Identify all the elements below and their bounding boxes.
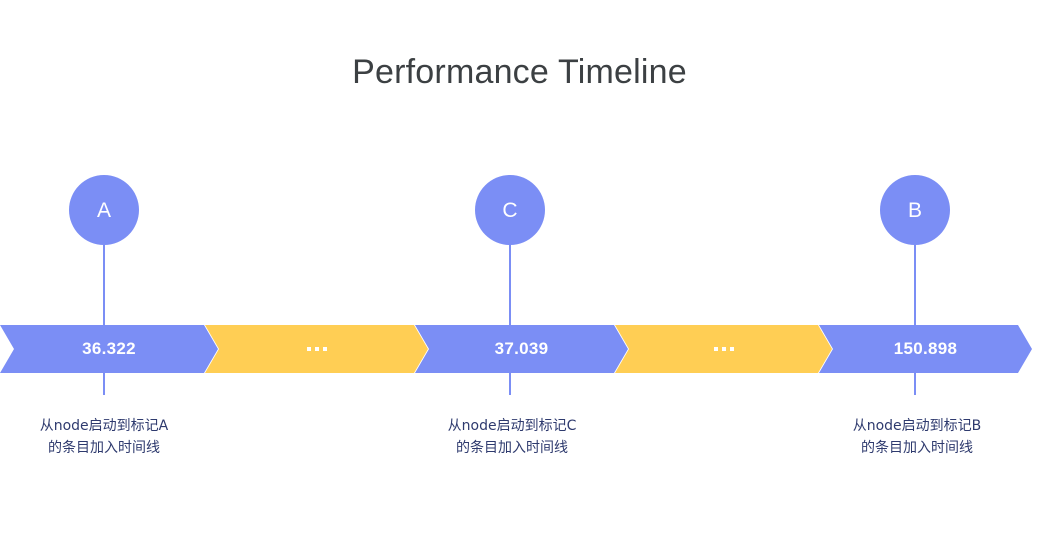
timeline-caption-c: 从node启动到标记C 的条目加入时间线 <box>392 415 632 459</box>
timeline-segment-5[interactable]: 150.898 <box>819 325 1032 373</box>
timeline-segment-1[interactable]: 36.322 <box>0 325 218 373</box>
caption-b-line-1: 从node启动到标记B <box>852 418 982 434</box>
caption-c-line-1: 从node启动到标记C <box>447 418 577 434</box>
caption-b-line-2: 的条目加入时间线 <box>861 440 973 456</box>
ellipsis-dot <box>315 347 319 351</box>
ellipsis-dot <box>714 347 718 351</box>
timeline-segment-5-value: 150.898 <box>893 339 958 358</box>
ellipsis-dot <box>307 347 311 351</box>
caption-c-line-2: 的条目加入时间线 <box>456 440 568 456</box>
marker-circle-a[interactable]: A <box>69 175 139 245</box>
marker-stem-a <box>103 245 105 395</box>
marker-circle-b[interactable]: B <box>880 175 950 245</box>
timeline-segment-2-ellipsis <box>307 347 327 351</box>
timeline-caption-b: 从node启动到标记B 的条目加入时间线 <box>797 415 1037 459</box>
timeline-bar: 36.322 37.039 150.898 <box>0 325 1039 373</box>
caption-a-line-2: 的条目加入时间线 <box>48 440 160 456</box>
timeline-segment-1-value: 36.322 <box>82 339 136 358</box>
timeline-segment-2[interactable] <box>205 325 428 373</box>
timeline-segment-4[interactable] <box>615 325 832 373</box>
timeline-segment-3[interactable]: 37.039 <box>415 325 628 373</box>
ellipsis-dot <box>323 347 327 351</box>
ellipsis-dot <box>730 347 734 351</box>
marker-circle-c[interactable]: C <box>475 175 545 245</box>
caption-a-line-1: 从node启动到标记A <box>39 418 169 434</box>
timeline-segment-3-value: 37.039 <box>494 339 549 358</box>
marker-stem-b <box>914 245 916 395</box>
timeline-segment-4-ellipsis <box>714 347 734 351</box>
ellipsis-dot <box>722 347 726 351</box>
timeline-caption-a: 从node启动到标记A 的条目加入时间线 <box>0 415 224 459</box>
marker-stem-c <box>509 245 511 395</box>
chart-title: Performance Timeline <box>352 53 687 91</box>
